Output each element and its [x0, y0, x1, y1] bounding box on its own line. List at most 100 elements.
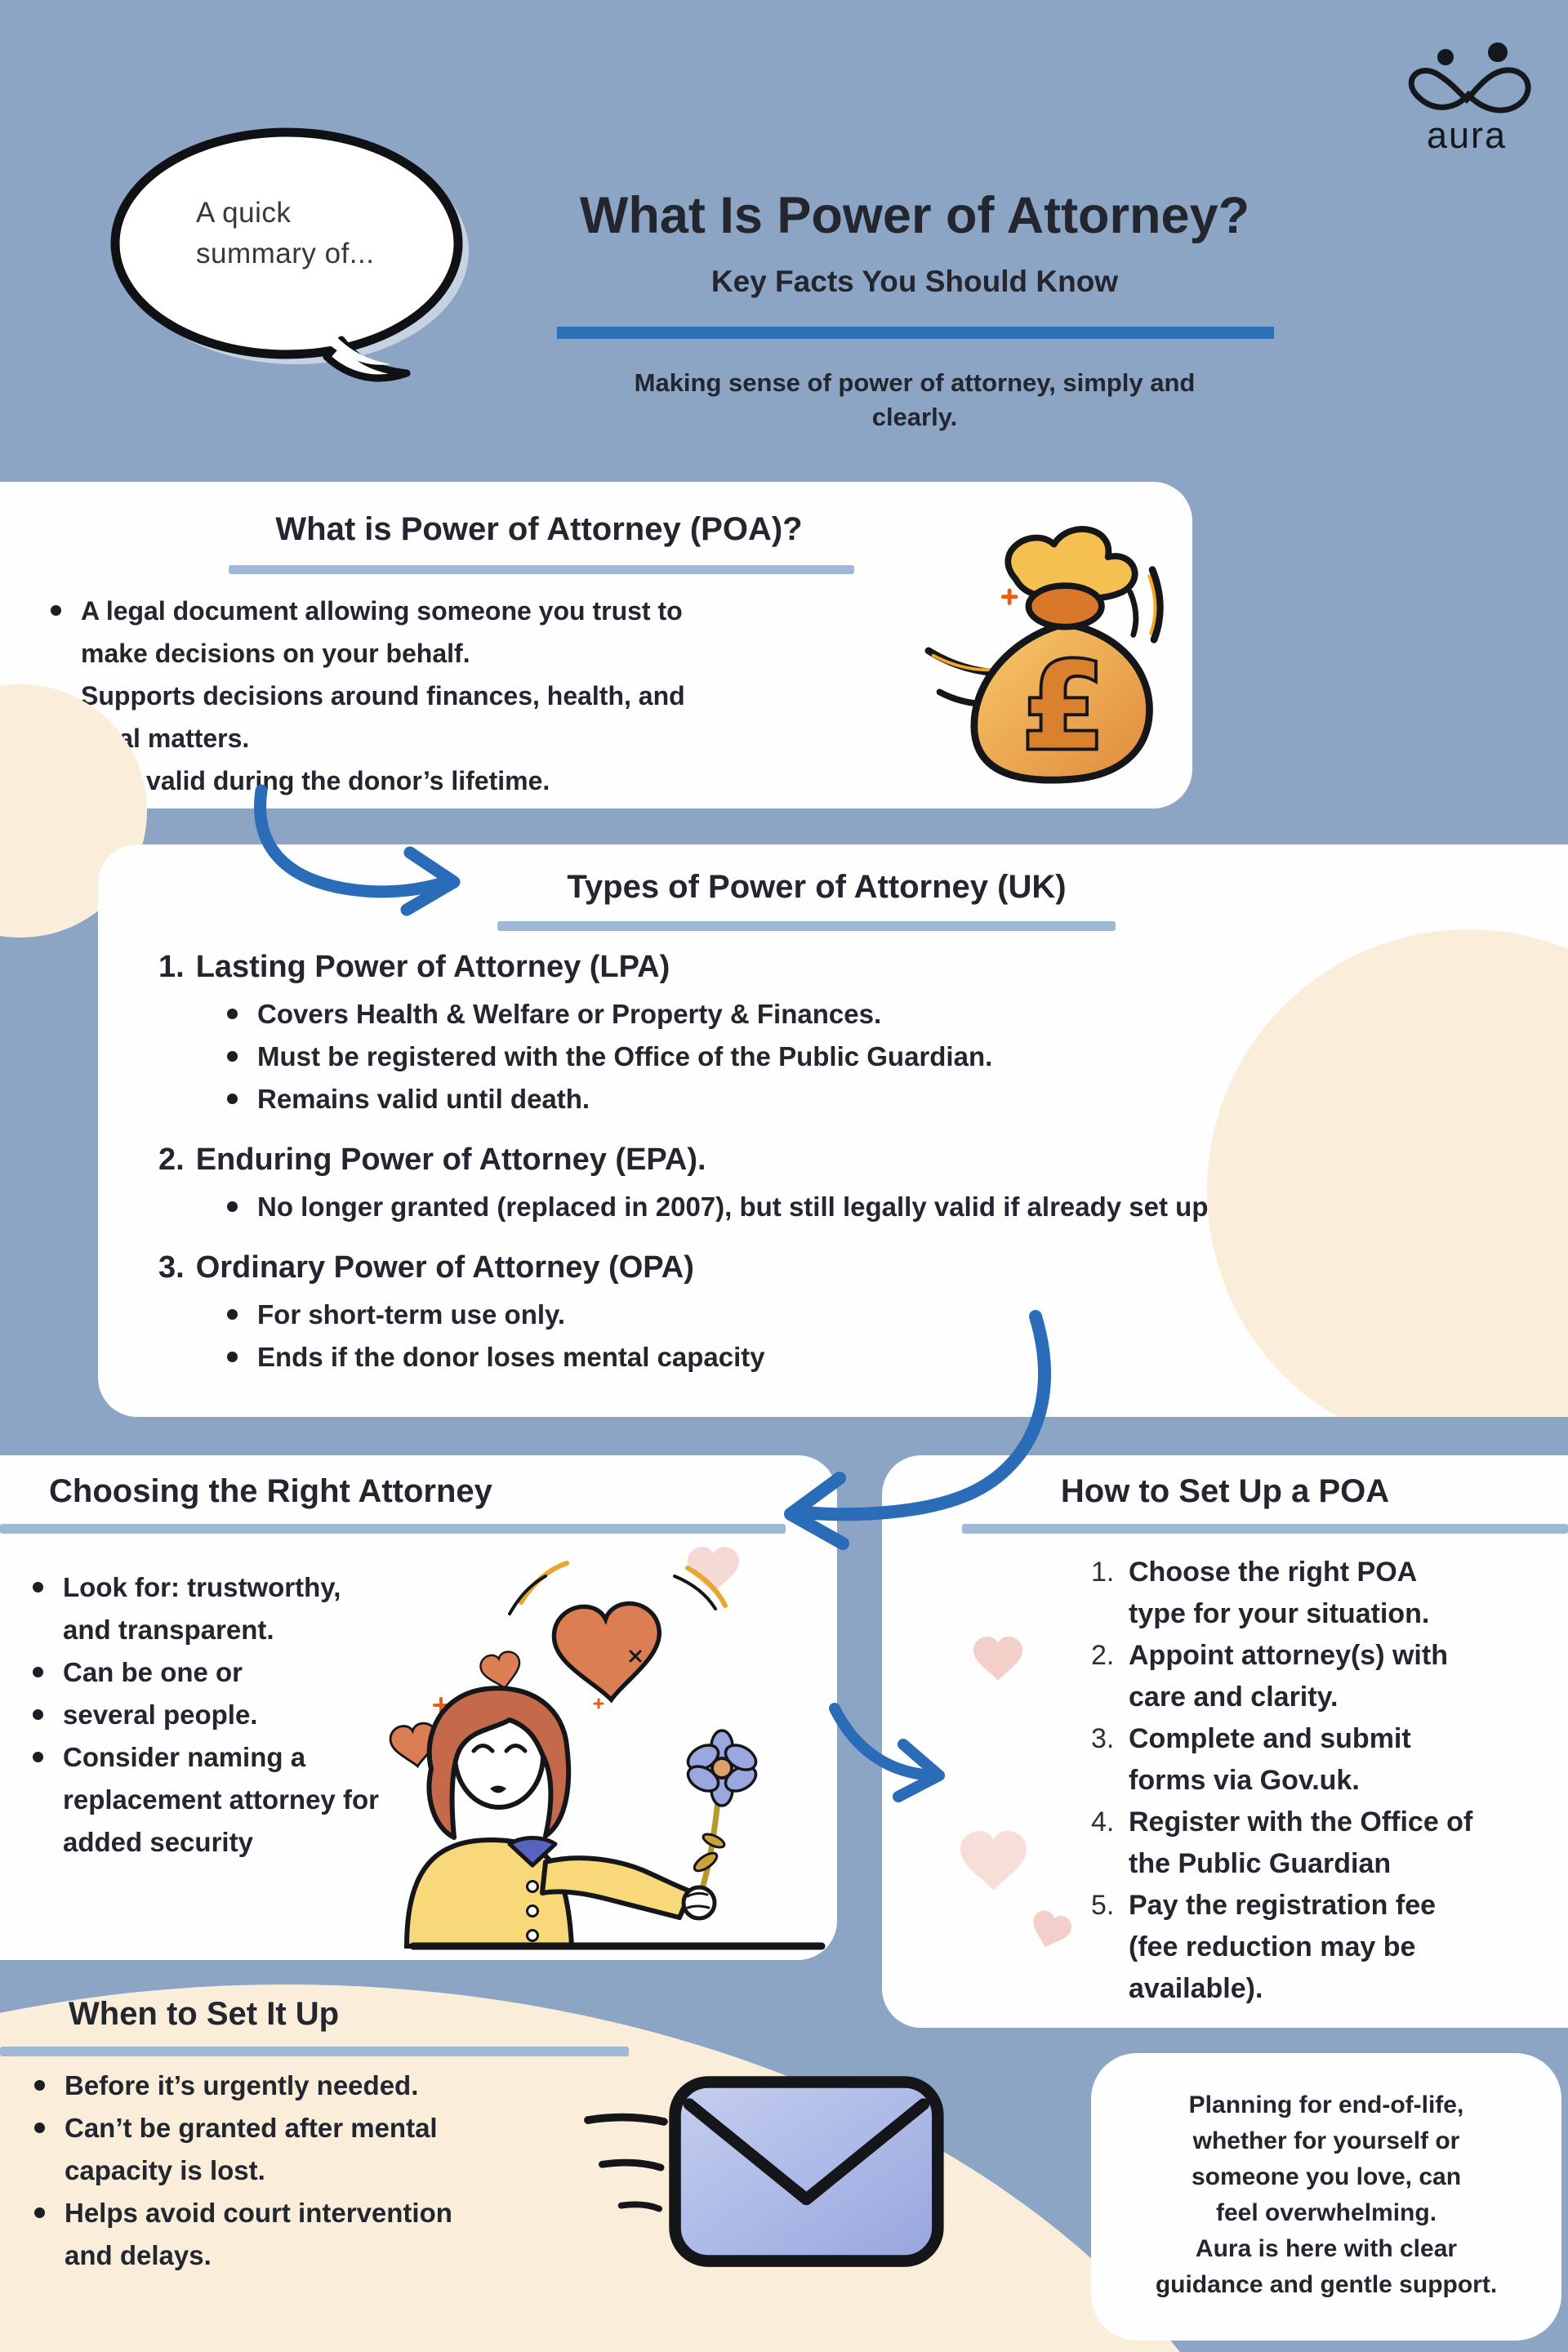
tagline: Making sense of power of attorney, simpl… — [539, 366, 1290, 434]
list-item: A legal document allowing someone you tr… — [51, 590, 734, 675]
type-number: 2. — [158, 1143, 185, 1177]
bullet-text: No longer granted (replaced in 2007), bu… — [257, 1192, 1216, 1222]
list-item: Must be registered with the Office of th… — [227, 1036, 1383, 1078]
bullet-dot-icon — [227, 1051, 238, 1062]
type-number: 3. — [158, 1250, 185, 1285]
bullet-text: Before it’s urgently needed. — [65, 2070, 419, 2100]
heading-underline — [229, 565, 854, 574]
bullet-text: A legal document allowing someone you tr… — [81, 596, 683, 668]
bullet-dot-icon — [227, 1309, 238, 1320]
heading-underline — [0, 2047, 629, 2056]
speech-bubble — [110, 127, 469, 382]
section-heading-setup: How to Set Up a POA — [1060, 1473, 1390, 1509]
setup-poa-card: How to Set Up a POA 1. Choose the right P… — [882, 1455, 1568, 2028]
pink-hearts-icon — [960, 1637, 1075, 1953]
closing-line: someone you love, can — [1191, 2163, 1462, 2190]
curved-arrow-left-icon — [784, 1310, 1052, 1550]
step-number: 4. — [1091, 1806, 1115, 1838]
type-bullets: For short-term use only. Ends if the don… — [227, 1294, 1383, 1379]
type-item-title: 2. Enduring Power of Attorney (EPA). — [158, 1140, 1383, 1179]
bullet-dot-icon — [227, 1009, 238, 1019]
step-item: 5. Pay the registration fee (fee reductio… — [1091, 1885, 1480, 2010]
step-item: 3.Complete and submit forms via Gov.uk. — [1091, 1718, 1480, 1802]
bullet-dot-icon — [33, 1582, 43, 1592]
bullet-text: Consider naming a replacement attorney f… — [63, 1742, 379, 1857]
bullet-text: Remains valid until death. — [257, 1084, 590, 1114]
bullet-text: Can be one or — [63, 1657, 243, 1687]
section-heading-choosing: Choosing the Right Attorney — [49, 1473, 492, 1509]
bullet-dot-icon — [34, 2080, 45, 2091]
closing-text: Planning for end-of-life, whether for yo… — [1114, 2087, 1539, 2303]
aura-infinity-logo-icon — [1408, 42, 1531, 114]
page-subtitle: Key Facts You Should Know — [710, 265, 1119, 298]
bullet-text: Supports decisions around finances, heal… — [81, 681, 685, 753]
step-text: Pay the registration fee (fee reduction … — [1129, 1890, 1437, 2004]
type-title-text: Lasting Power of Attorney (LPA) — [195, 950, 670, 984]
bullet-text: Ends if the donor loses mental capacity — [257, 1342, 765, 1372]
what-is-bullets: A legal document allowing someone you tr… — [51, 590, 734, 802]
curved-arrow-right-icon — [829, 1703, 945, 1802]
section-heading-what-is: What is Power of Attorney (POA)? — [275, 511, 803, 547]
bullet-text: several people. — [63, 1699, 258, 1730]
list-item: No longer granted (replaced in 2007), bu… — [227, 1186, 1383, 1228]
list-item: Remains valid until death. — [227, 1078, 1383, 1120]
tagline-line: Making sense of power of attorney, simpl… — [634, 368, 1196, 397]
envelope-icon — [584, 2076, 944, 2267]
type-bullets: Covers Health & Welfare or Property & Fi… — [227, 993, 1383, 1120]
speech-bubble-text: A quick summary of... — [196, 197, 375, 270]
step-number: 2. — [1091, 1640, 1115, 1671]
step-text: Choose the right POA type for your situa… — [1129, 1557, 1430, 1629]
list-item: Supports decisions around finances, heal… — [51, 675, 734, 760]
brand-name: aura — [1426, 114, 1508, 156]
list-item: Consider naming a replacement attorney f… — [33, 1736, 390, 1864]
step-number: 3. — [1091, 1723, 1115, 1754]
closing-line: guidance and gentle support. — [1155, 2271, 1498, 2298]
list-item: Only valid during the donor’s lifetime. — [51, 760, 734, 802]
closing-message-card: Planning for end-of-life, whether for yo… — [1091, 2053, 1561, 2341]
bullet-text: Covers Health & Welfare or Property & Fi… — [257, 999, 882, 1029]
step-number: 1. — [1091, 1557, 1115, 1588]
bullet-text: Helps avoid court intervention and delay… — [65, 2198, 452, 2270]
closing-line: feel overwhelming. — [1215, 2199, 1437, 2226]
list-item: Helps avoid court intervention and delay… — [34, 2192, 506, 2277]
list-item: For short-term use only. — [227, 1294, 1383, 1336]
bullet-dot-icon — [227, 1201, 238, 1212]
bullet-dot-icon — [33, 1667, 43, 1677]
types-list: 1. Lasting Power of Attorney (LPA) Covers… — [158, 947, 1383, 1379]
what-is-poa-card: What is Power of Attorney (POA)? A legal… — [0, 482, 1192, 808]
list-item: Can be one or — [33, 1651, 390, 1694]
bullet-dot-icon — [34, 2207, 45, 2218]
list-item: Ends if the donor loses mental capacity — [227, 1336, 1383, 1379]
title-accent-bar — [557, 327, 1274, 339]
bullet-dot-icon — [33, 1752, 43, 1762]
curved-arrow-down-icon — [254, 784, 461, 916]
bullet-dot-icon — [33, 1709, 43, 1720]
choosing-attorney-card: Choosing the Right Attorney Look for: tr… — [0, 1455, 837, 1960]
type-title-text: Ordinary Power of Attorney (OPA) — [195, 1250, 694, 1285]
when-bullets: Before it’s urgently needed. Can’t be gr… — [34, 2065, 506, 2277]
types-of-poa-card: Types of Power of Attorney (UK) 1. Lastin… — [98, 844, 1568, 1417]
section-heading-types: Types of Power of Attorney (UK) — [567, 869, 1067, 905]
flower-petals — [686, 1729, 758, 1807]
bullet-dot-icon — [227, 1094, 238, 1104]
step-item: 2.Appoint attorney(s) with care and clar… — [1091, 1635, 1480, 1718]
bullet-dot-icon — [34, 2123, 45, 2133]
heading-underline — [497, 921, 1116, 931]
type-bullets: No longer granted (replaced in 2007), bu… — [227, 1186, 1383, 1228]
section-heading-when: When to Set It Up — [69, 1996, 340, 2032]
svg-text:£: £ — [1022, 638, 1104, 776]
step-item: 4.Register with the Office of the Public… — [1091, 1802, 1480, 1885]
bullet-dot-icon — [51, 605, 61, 616]
person-holding-flower-icon — [387, 1547, 826, 1950]
type-title-text: Enduring Power of Attorney (EPA). — [195, 1143, 706, 1177]
setup-steps: 1. Choose the right POA type for your sit… — [1091, 1552, 1480, 2010]
money-bag-icon: £ — [924, 526, 1164, 784]
step-item: 1. Choose the right POA type for your sit… — [1091, 1552, 1480, 1635]
type-number: 1. — [158, 950, 185, 984]
step-number: 5. — [1091, 1890, 1115, 1921]
heading-underline — [962, 1524, 1568, 1534]
choosing-bullets: Look for: trustworthy, and transparent. … — [33, 1566, 390, 1864]
closing-line: Planning for end-of-life, — [1188, 2091, 1464, 2118]
tagline-line: clearly. — [871, 403, 958, 431]
